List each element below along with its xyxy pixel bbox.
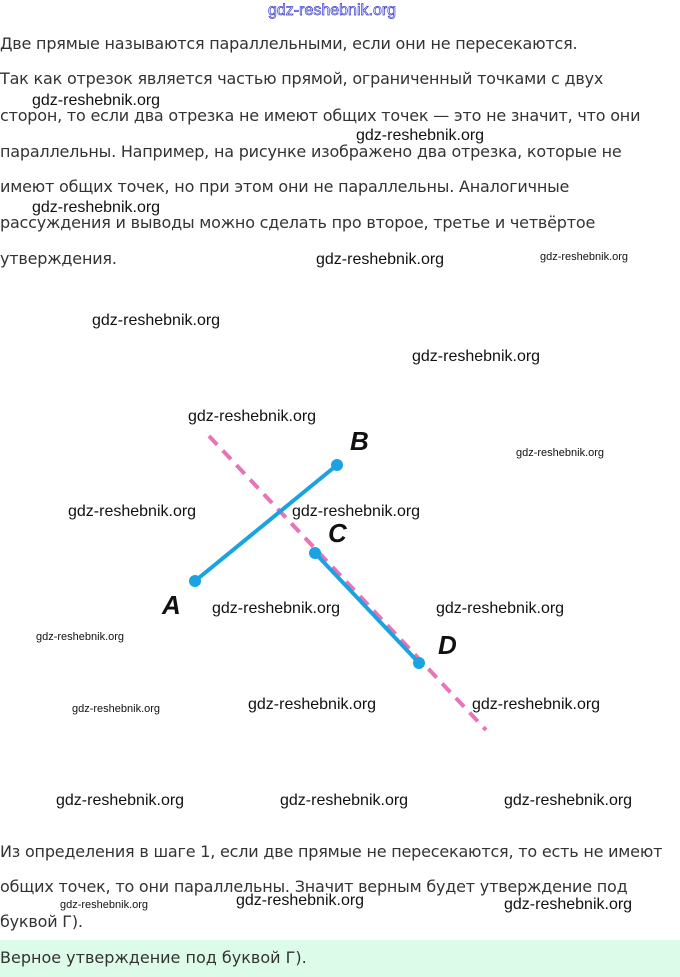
explanation-line: рассуждения и выводы можно сделать про в… [0, 213, 596, 232]
conclusion-line: буквой Г). [0, 912, 83, 931]
watermark: gdz-reshebnik.org [436, 600, 565, 617]
watermark: gdz-reshebnik.org [292, 503, 421, 520]
watermark: gdz-reshebnik.org [316, 251, 445, 268]
definition-text: Две прямые называются параллельными, есл… [0, 34, 578, 53]
label-b: B [350, 426, 369, 456]
watermark: gdz-reshebnik.org [356, 127, 485, 144]
label-a: A [162, 590, 181, 620]
explanation-line: параллельны. Например, на рисунке изобра… [0, 142, 622, 161]
watermark: gdz-reshebnik.org [68, 503, 197, 520]
point-a [189, 575, 201, 587]
point-c [309, 547, 321, 559]
watermark: gdz-reshebnik.org [280, 792, 409, 809]
segment-cd [313, 551, 421, 665]
watermark: gdz-reshebnik.org [32, 199, 161, 216]
watermark: gdz-reshebnik.org [516, 447, 605, 459]
conclusion-line: общих точек, то они параллельны. Значит … [0, 877, 628, 896]
answer-box: Верное утверждение под буквой Г). [0, 940, 680, 977]
watermark: gdz-reshebnik.org [236, 892, 365, 909]
watermark: gdz-reshebnik.org [32, 92, 161, 109]
watermark: gdz-reshebnik.org [504, 792, 633, 809]
watermark: gdz-reshebnik.org [212, 600, 341, 617]
label-c: C [328, 518, 347, 548]
dashed-line [207, 434, 488, 732]
explanation-line: имеют общих точек, но при этом они не па… [0, 177, 570, 196]
watermark: gdz-reshebnik.org [248, 696, 377, 713]
explanation-line: Так как отрезок является частью прямой, … [0, 69, 604, 88]
watermark: gdz-reshebnik.org [60, 899, 149, 911]
answer-text: Верное утверждение под буквой Г). [0, 948, 307, 967]
conclusion-line: Из определения в шаге 1, если две прямые… [0, 842, 663, 861]
watermark: gdz-reshebnik.org [188, 408, 317, 425]
point-d [413, 657, 425, 669]
header-watermark: gdz-reshebnik.org [268, 2, 397, 20]
watermark: gdz-reshebnik.org [56, 792, 185, 809]
segment-ab [193, 463, 339, 583]
explanation-line: утверждения. [0, 249, 117, 268]
watermark: gdz-reshebnik.org [540, 251, 629, 263]
watermark: gdz-reshebnik.org [72, 703, 161, 715]
watermark: gdz-reshebnik.org [472, 696, 601, 713]
watermark: gdz-reshebnik.org [412, 348, 541, 365]
watermark: gdz-reshebnik.org [36, 631, 125, 643]
watermark: gdz-reshebnik.org [92, 312, 221, 329]
point-b [331, 459, 343, 471]
explanation-line: сторон, то если два отрезка не имеют общ… [0, 106, 641, 125]
label-d: D [438, 630, 457, 660]
watermark: gdz-reshebnik.org [504, 896, 633, 913]
